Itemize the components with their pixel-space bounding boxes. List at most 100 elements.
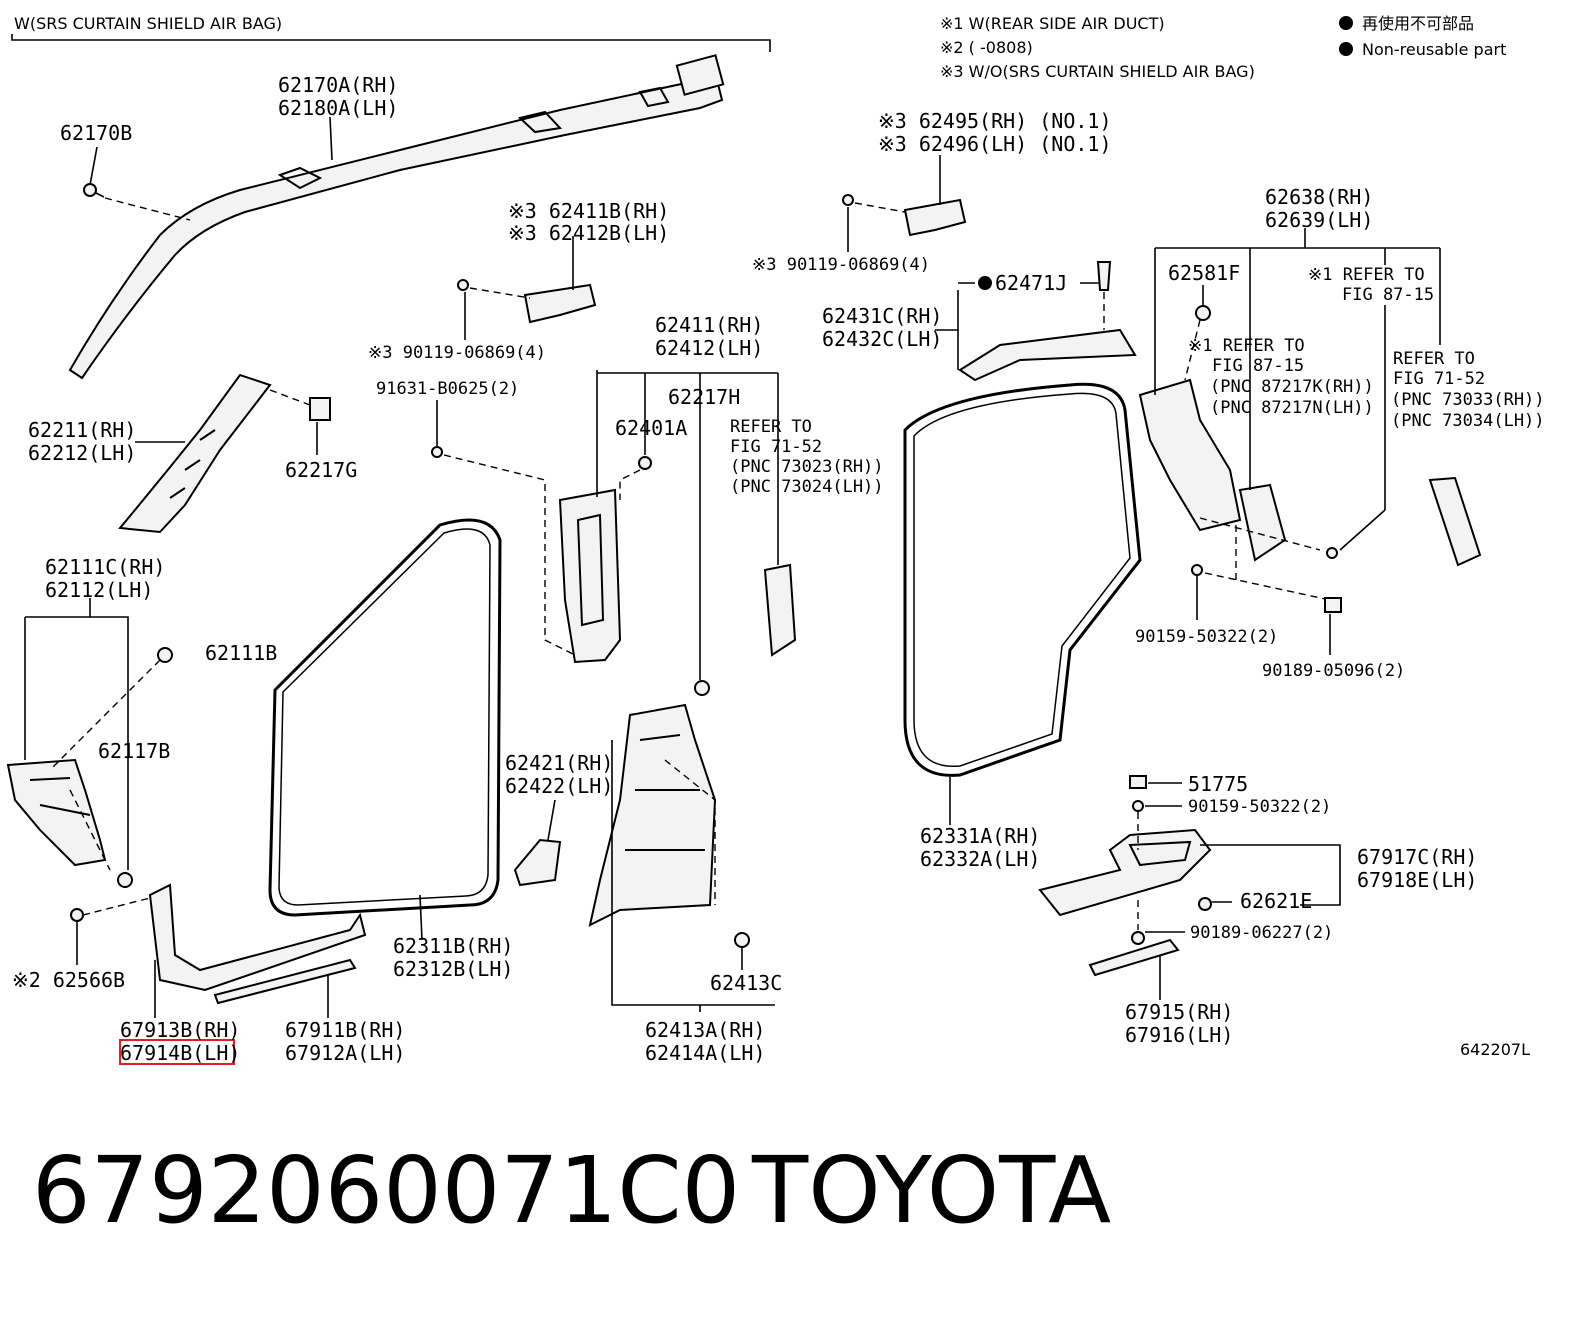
label-62495: ※3 62495(RH) (NO.1) xyxy=(878,109,1112,133)
label-62581F: 62581F xyxy=(1168,261,1240,285)
note-1: ※1 W(REAR SIDE AIR DUCT) xyxy=(940,14,1165,33)
legend-en: Non-reusable part xyxy=(1362,40,1506,59)
label-67912A: 67912A(LH) xyxy=(285,1041,405,1065)
screw-90159-b-icon xyxy=(1132,800,1144,812)
vent-73033-part xyxy=(1428,476,1482,567)
ref-73023-d: (PNC 73024(LH)) xyxy=(730,477,884,497)
label-62566B: ※2 62566B xyxy=(12,968,125,992)
figure-id: 642207L xyxy=(1460,1040,1530,1059)
rear-scuff-plate-part xyxy=(1038,775,1341,1000)
label-62332A: 62332A(LH) xyxy=(920,847,1040,871)
a-pillar-garnish-part xyxy=(118,373,331,534)
bracket-62411B-part xyxy=(457,236,597,340)
ref-73023-b: FIG 71-52 xyxy=(730,437,822,457)
clip-62117B-icon xyxy=(117,872,133,888)
clip-62217G-icon xyxy=(309,397,331,421)
non-reusable-dot-icon xyxy=(1339,16,1353,30)
label-62421: 62421(RH) xyxy=(505,751,613,775)
clip-62471J-icon xyxy=(1096,261,1112,291)
note-3: ※3 W/O(SRS CURTAIN SHIELD AIR BAG) xyxy=(940,62,1255,81)
label-62432C: 62432C(LH) xyxy=(822,327,942,351)
label-62414A: 62414A(LH) xyxy=(645,1041,765,1065)
condition-bracket xyxy=(11,34,771,52)
ref-73033-d: (PNC 73034(LH)) xyxy=(1391,411,1545,431)
label-67911B: 67911B(RH) xyxy=(285,1018,405,1042)
label-62311B: 62311B(RH) xyxy=(393,934,513,958)
ref-87217-a: ※1 REFER TO xyxy=(1188,336,1305,356)
label-62412B: ※3 62412B(LH) xyxy=(508,221,669,245)
clip-62401A-icon xyxy=(638,456,652,470)
ref-fig-87-15-a: ※1 REFER TO xyxy=(1308,265,1425,285)
label-62111C: 62111C(RH) xyxy=(45,555,165,579)
label-62180A: 62180A(LH) xyxy=(278,96,398,120)
non-reusable-dot-icon xyxy=(1339,42,1353,56)
c-pillar-garnish-part xyxy=(1138,228,1482,655)
front-kick-panel-part xyxy=(6,598,173,888)
label-62170B: 62170B xyxy=(60,121,132,145)
screw-icon xyxy=(83,183,105,198)
label-62217G: 62217G xyxy=(285,458,357,482)
ref-73023-a: REFER TO xyxy=(730,417,812,437)
part-drawings xyxy=(6,54,1482,1065)
label-62312B: 62312B(LH) xyxy=(393,957,513,981)
step-plate-67915-part xyxy=(1088,938,1180,977)
ref-87217-c: (PNC 87217K(RH)) xyxy=(1210,377,1374,397)
b-pillar-lower-garnish-part xyxy=(588,703,775,1012)
label-51775: 51775 xyxy=(1188,772,1248,796)
label-91631: 91631-B0625(2) xyxy=(376,379,519,399)
clip-62111B-icon xyxy=(157,647,173,663)
cap-51775-icon xyxy=(1129,775,1147,789)
ref-73033-c: (PNC 73033(RH)) xyxy=(1391,390,1545,410)
duct-87217-part xyxy=(1238,483,1287,562)
curtain-airbag-part xyxy=(68,54,725,380)
label-62411: 62411(RH) xyxy=(655,313,763,337)
clip-62581F-icon xyxy=(1195,305,1211,321)
label-67913B: 67913B(RH) xyxy=(120,1018,240,1042)
label-62170A: 62170A(RH) xyxy=(278,73,398,97)
label-62217H: 62217H xyxy=(668,385,740,409)
label-62431C: 62431C(RH) xyxy=(822,304,942,328)
label-67915: 67915(RH) xyxy=(1125,1000,1233,1024)
label-62112: 62112(LH) xyxy=(45,578,153,602)
label-62496: ※3 62496(LH) (NO.1) xyxy=(878,132,1112,156)
brand-name: TOYOTA xyxy=(751,1137,1111,1244)
header: W(SRS CURTAIN SHIELD AIR BAG) ※1 W(REAR … xyxy=(11,14,1506,81)
bracket-62495-part xyxy=(842,155,967,252)
label-67917C: 67917C(RH) xyxy=(1357,845,1477,869)
clip-90189-b-icon xyxy=(1131,931,1145,945)
label-62413C: 62413C xyxy=(710,971,782,995)
screw-icon xyxy=(457,279,469,291)
label-62331A: 62331A(RH) xyxy=(920,824,1040,848)
label-62621E: 62621E xyxy=(1240,889,1312,913)
label-62401A: 62401A xyxy=(615,416,687,440)
screw-icon xyxy=(1326,547,1338,559)
screw-90159-icon xyxy=(1191,564,1203,576)
rear-door-weatherstrip-part xyxy=(903,382,1142,825)
b-pillar-upper-garnish-part xyxy=(558,370,797,696)
label-62117B: 62117B xyxy=(98,739,170,763)
vent-grille-62421-part xyxy=(513,838,562,887)
non-reusable-dot-icon xyxy=(978,276,992,290)
ref-73033-b: FIG 71-52 xyxy=(1393,369,1485,389)
label-62413A: 62413A(RH) xyxy=(645,1018,765,1042)
label-62212: 62212(LH) xyxy=(28,441,136,465)
ref-73023-c: (PNC 73023(RH)) xyxy=(730,457,884,477)
clip-62217H-icon xyxy=(694,680,710,696)
ref-87217-b: FIG 87-15 xyxy=(1212,356,1304,376)
screw-icon xyxy=(431,446,443,458)
label-90119-a: ※3 90119-06869(4) xyxy=(368,343,546,363)
part-number: 6792060071C0 xyxy=(32,1137,740,1244)
label-67916: 67916(LH) xyxy=(1125,1023,1233,1047)
roof-side-garnish-part xyxy=(935,261,1137,382)
label-62111B: 62111B xyxy=(205,641,277,665)
label-62639: 62639(LH) xyxy=(1265,208,1373,232)
note-2: ※2 ( -0808) xyxy=(940,38,1033,57)
label-90189-b: 90189-06227(2) xyxy=(1190,923,1333,943)
clip-90189-icon xyxy=(1324,597,1342,613)
condition-label: W(SRS CURTAIN SHIELD AIR BAG) xyxy=(14,14,282,33)
screw-icon xyxy=(842,194,854,206)
label-90119-b: ※3 90119-06869(4) xyxy=(752,255,930,275)
vent-73023-part xyxy=(763,563,797,657)
label-62471J: 62471J xyxy=(995,271,1067,295)
